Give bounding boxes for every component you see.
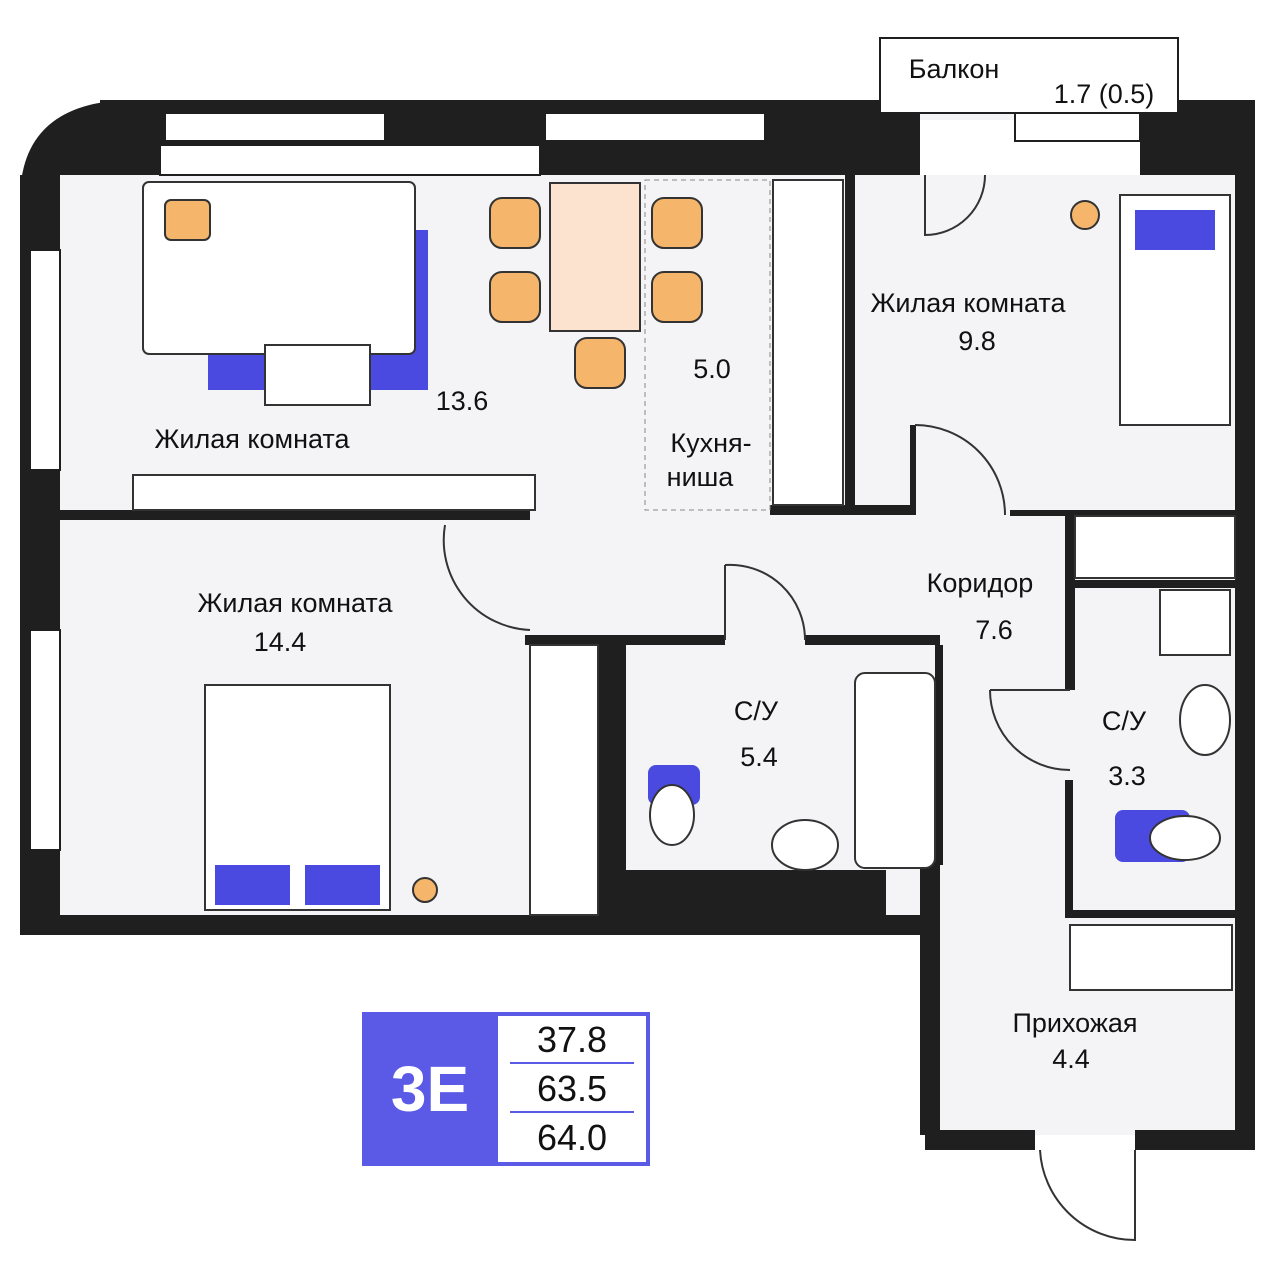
kitchen-counter	[772, 179, 844, 506]
walls	[20, 100, 1255, 1150]
furniture	[132, 179, 1236, 991]
dining-table	[549, 182, 641, 332]
living1-name: Жилая комната	[154, 424, 350, 454]
wardrobe-2	[1074, 515, 1236, 579]
kitchen-name-2: ниша	[667, 462, 735, 492]
living3-area: 14.4	[254, 627, 307, 657]
hall-area: 4.4	[1052, 1044, 1090, 1074]
room-labels: Балкон 1.7 (0.5) 13.6 Жилая комната 5.0 …	[154, 54, 1154, 1074]
apartment-code: 3E	[390, 1053, 470, 1125]
kitchen-name-1: Кухня-	[670, 428, 751, 458]
niche-outline	[644, 179, 771, 511]
apartment-badge: 3E 37.8 63.5 64.0	[362, 1012, 650, 1166]
washer	[1159, 589, 1231, 656]
balcony-area: 1.7 (0.5)	[1054, 79, 1155, 109]
coffee-table	[264, 344, 371, 406]
wardrobe	[529, 644, 599, 916]
bath1-name: С/У	[734, 696, 779, 726]
living1-area: 13.6	[436, 386, 489, 416]
corridor-area: 7.6	[975, 615, 1013, 645]
area-summary: 37.8 63.5 64.0	[498, 1016, 646, 1162]
doors	[442, 174, 1136, 1242]
balcony-name: Балкон	[909, 54, 1000, 84]
living2-area: 9.8	[958, 326, 996, 356]
bath2-area: 3.3	[1108, 761, 1146, 791]
living3-name: Жилая комната	[197, 588, 393, 618]
bathtub	[854, 672, 936, 869]
total-area: 63.5	[510, 1067, 634, 1113]
tv-stand	[132, 474, 536, 511]
hall-wardrobe	[1069, 924, 1233, 991]
living-area: 37.8	[510, 1018, 634, 1064]
living2-name: Жилая комната	[870, 288, 1066, 318]
bath1-area: 5.4	[740, 742, 778, 772]
hall-name: Прихожая	[1012, 1008, 1137, 1038]
corridor-name: Коридор	[927, 568, 1034, 598]
total-area-with-balcony: 64.0	[536, 1117, 608, 1159]
kitchen-area: 5.0	[693, 354, 731, 384]
bath2-name: С/У	[1102, 706, 1147, 736]
windows	[29, 37, 1179, 851]
